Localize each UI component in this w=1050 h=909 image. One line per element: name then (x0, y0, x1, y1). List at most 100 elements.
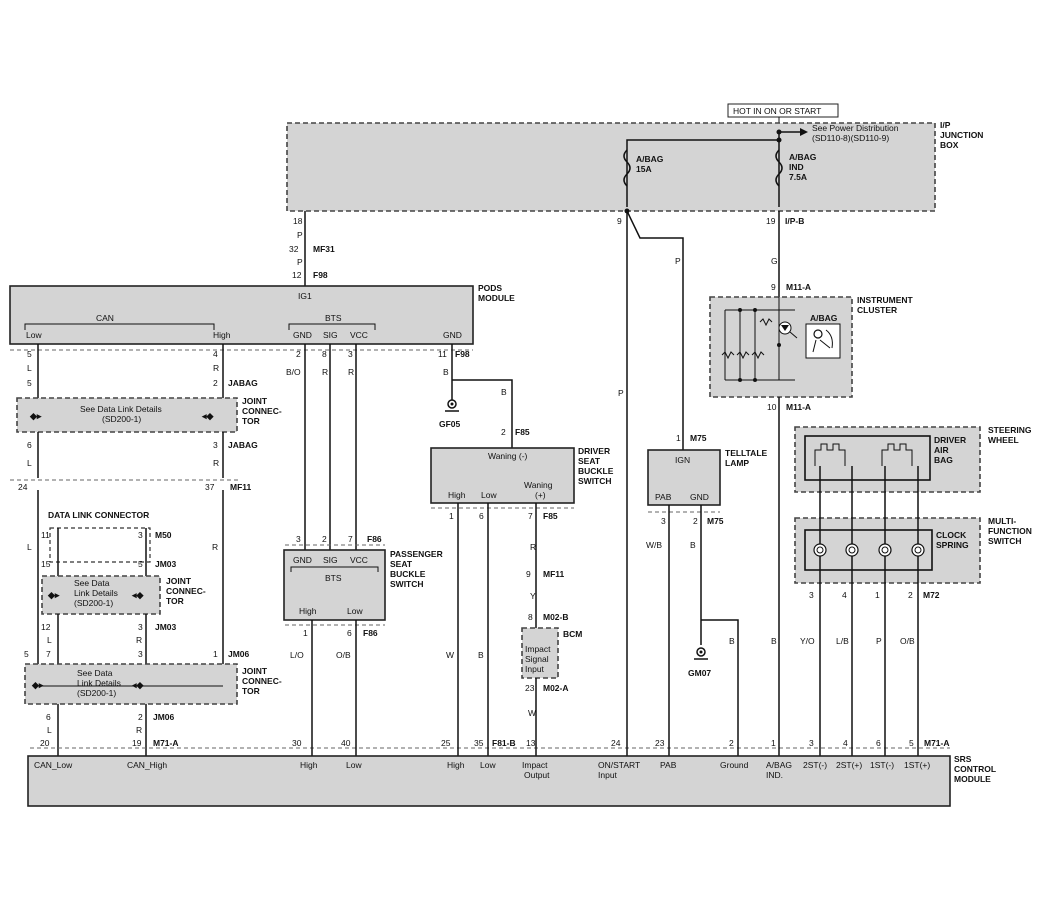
instrument-cluster-label-1: INSTRUMENT (857, 295, 914, 305)
joint-connector-2-label-3: TOR (166, 596, 184, 606)
steering-wheel-label-1: STEERING (988, 425, 1032, 435)
wire-color-l: L (27, 363, 32, 373)
steering-wheel-label-2: WHEEL (988, 435, 1019, 445)
driver-seat-buckle-switch: DRIVER SEAT BUCKLE SWITCH Waning (-) Wan… (430, 446, 614, 756)
pin-1: 1 (213, 649, 218, 659)
pin-8: 8 (322, 349, 327, 359)
conn-m72: M72 (923, 590, 940, 600)
passenger-switch-label-2: SEAT (390, 559, 413, 569)
conn-jm03: JM03 (155, 559, 177, 569)
conn-jabag: JABAG (228, 440, 258, 450)
pin-3: 3 (348, 349, 353, 359)
pin-3: 3 (138, 649, 143, 659)
clock-spring-box (804, 529, 933, 571)
instrument-cluster-abag: A/BAG (810, 313, 838, 323)
pods-pin-low: Low (26, 330, 42, 340)
conn-jm06: JM06 (153, 712, 175, 722)
data-link-connector-label: DATA LINK CONNECTOR (48, 510, 149, 520)
srs-pin-abag-1: A/BAG (766, 760, 792, 770)
wire-color-yo: Y/O (800, 636, 815, 646)
wire-color-p: P (876, 636, 882, 646)
driver-switch-label-3: BUCKLE (578, 466, 614, 476)
passenger-switch-label-4: SWITCH (390, 579, 424, 589)
joint-connector-3-ref-1: See Data (77, 668, 113, 678)
fuse-abag-ind-2: IND (789, 162, 804, 172)
splice-dot (624, 208, 630, 214)
telltale-ign: IGN (675, 455, 690, 465)
conn-f86: F86 (367, 534, 382, 544)
pin-3: 3 (661, 516, 666, 526)
pin-8: 8 (528, 612, 533, 622)
pin-1: 1 (875, 590, 880, 600)
steering-wheel-body (794, 426, 981, 493)
pin-9: 9 (526, 569, 531, 579)
driver-waning-pos-1: Waning (524, 480, 553, 490)
onstart-and-telltale: P P 1 M75 24 TELLTALE LAMP IGN PAB GND 3… (611, 210, 768, 756)
conn-m50: M50 (155, 530, 172, 540)
steering-wheel: STEERING WHEEL DRIVER AIR BAG (794, 425, 1032, 493)
wire-color-ob: O/B (900, 636, 915, 646)
joint-connector-2-label-1: JOINT (166, 576, 192, 586)
joint-connector-2-ref-1: See Data (74, 578, 110, 588)
pin-7: 7 (528, 511, 533, 521)
instrument-cluster: G 9 M11-A INSTRUMENT CLUSTER A/BAG 10 M1… (709, 211, 914, 756)
wire-pods-ig1: P 32 MF31 P 12 F98 (289, 211, 335, 286)
pin-35: 35 (474, 738, 484, 748)
clock-spring-label-1: CLOCK (936, 530, 967, 540)
pin-13: 13 (526, 738, 536, 748)
pin-1: 1 (676, 433, 681, 443)
srs-pin-abag-2: IND. (766, 770, 783, 780)
wire-color-b: B (729, 636, 735, 646)
clock-spring-coil-icon (813, 543, 827, 557)
wire-color-r: R (136, 635, 142, 645)
can-bus-wires: 5 4 L R 5 2 JABAG JOINT CONNEC- TOR See … (10, 344, 950, 756)
pin-2: 2 (296, 349, 301, 359)
bcm-body (521, 627, 559, 679)
conn-m71a: M71-A (153, 738, 179, 748)
wire-color-wb: W/B (646, 540, 662, 550)
clock-spring-coil-icon (878, 543, 892, 557)
conn-mf11: MF11 (230, 482, 252, 492)
wire-color-p: P (618, 388, 624, 398)
driver-airbag-box (804, 435, 931, 481)
joint-connector-1-ref-2: (SD200-1) (102, 414, 141, 424)
pods-module-label-2: MODULE (478, 293, 515, 303)
wire-color-r: R (213, 458, 219, 468)
passenger-high: High (299, 606, 317, 616)
pin-11: 11 (41, 530, 50, 540)
pin-9: 9 (617, 216, 622, 226)
pin-1: 1 (771, 738, 776, 748)
conn-f98: F98 (455, 349, 470, 359)
wire-color-b: B (478, 650, 484, 660)
passenger-pin-sig: SIG (323, 555, 338, 565)
pin-1: 1 (303, 628, 308, 638)
wire-color-w: W (528, 708, 536, 718)
wire-color-r: R (212, 542, 218, 552)
pin-2: 2 (501, 427, 506, 437)
srs-pin-can-high: CAN_High (127, 760, 167, 770)
srs-pin-onstart-2: Input (598, 770, 618, 780)
pods-ig1: IG1 (298, 291, 312, 301)
pin-4: 4 (843, 738, 848, 748)
srs-pin-1st-plus: 1ST(+) (904, 760, 930, 770)
srs-pin-1st-minus: 1ST(-) (870, 760, 894, 770)
pin-24: 24 (611, 738, 621, 748)
pin-5: 5 (909, 738, 914, 748)
joint-connector-3-label-3: TOR (242, 686, 260, 696)
fuse-abag-ind-1: A/BAG (789, 152, 817, 162)
srs-pin-high: High (300, 760, 318, 770)
pin-2: 2 (908, 590, 913, 600)
joint-connector-2-ref-3: (SD200-1) (74, 598, 113, 608)
wire-color-lb: L/B (836, 636, 849, 646)
pods-ground: 11 F98 B B GF05 2 F85 (438, 344, 530, 448)
pin-15: 15 (41, 559, 51, 569)
srs-pin-impact-1: Impact (522, 760, 548, 770)
bidirectional-arrow-icon: ◂◆ (131, 590, 145, 600)
mf-switch-label-3: SWITCH (988, 536, 1022, 546)
joint-connector-jm06 (24, 663, 238, 705)
srs-pin-2st-minus: 2ST(-) (803, 760, 827, 770)
pin-6: 6 (876, 738, 881, 748)
pin-11: 11 (438, 349, 447, 359)
conn-m11a: M11-A (786, 402, 811, 412)
